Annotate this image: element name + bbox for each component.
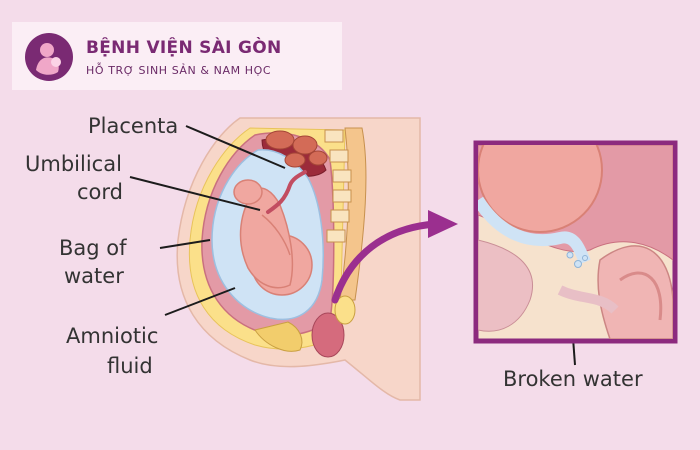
bag-label-line1: Bag of	[59, 236, 127, 260]
zoom-inset	[473, 140, 678, 344]
amniotic-label-line2: fluid	[107, 354, 153, 378]
zoom-arrow	[331, 210, 458, 304]
pelvis	[254, 295, 356, 358]
bag-pointer	[159, 239, 211, 249]
broken-water-label: Broken water	[503, 367, 643, 391]
umbilical-label-line1: Umbilical	[25, 152, 122, 176]
brand-banner: BỆNH VIỆN SÀI GÒN HỖ TRỢ SINH SẢN & NAM …	[12, 22, 342, 90]
amniotic-label-line1: Amniotic	[66, 324, 159, 348]
pregnancy-cross-section	[176, 117, 421, 401]
umbilical-cord	[266, 170, 307, 214]
brand-subtitle: HỖ TRỢ SINH SẢN & NAM HỌC	[86, 64, 272, 77]
umbilical-label-line2: cord	[77, 180, 123, 204]
logo-icon	[25, 33, 73, 81]
brand-name: BỆNH VIỆN SÀI GÒN	[86, 38, 282, 58]
water-drops	[566, 251, 588, 268]
umbilical-pointer	[129, 176, 261, 211]
fetus	[233, 179, 313, 296]
placenta-label: Placenta	[88, 114, 179, 138]
baby-head	[478, 145, 603, 233]
placenta-pointer	[185, 125, 286, 169]
bag-label-line2: water	[64, 264, 124, 288]
intestines	[265, 130, 328, 168]
amniotic-pointer	[164, 287, 236, 316]
